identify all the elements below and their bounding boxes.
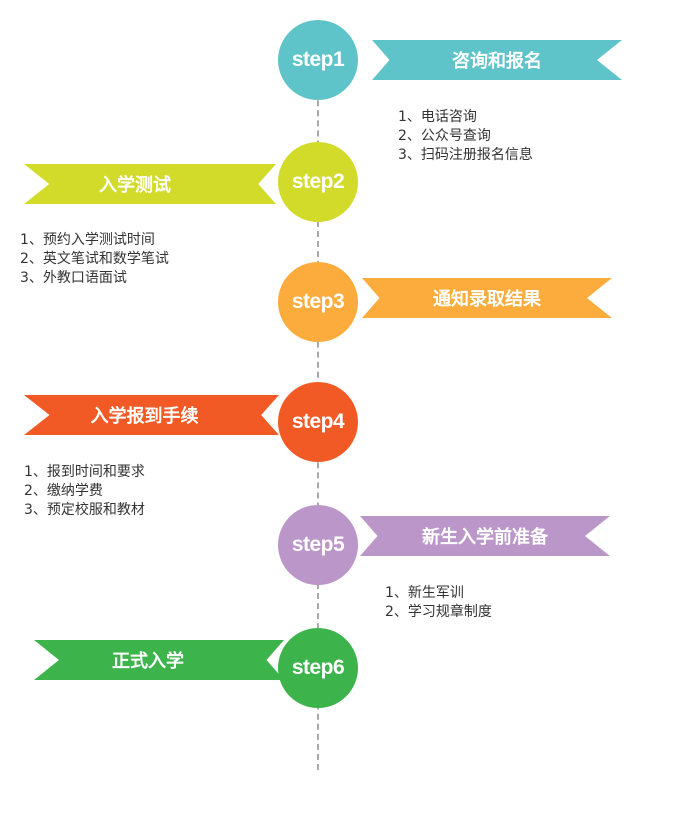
step6-title: 正式入学: [112, 651, 184, 672]
step5-title: 新生入学前准备: [422, 527, 548, 548]
step3-circle: step3: [278, 262, 358, 342]
step2-list: 1、预约入学测试时间 2、英文笔试和数学笔试 3、外教口语面试: [20, 231, 169, 288]
list-item: 1、电话咨询: [398, 109, 477, 125]
list-item: 3、预定校服和教材: [24, 502, 145, 518]
list-item: 1、预约入学测试时间: [20, 232, 155, 248]
list-item: 3、外教口语面试: [20, 270, 127, 286]
step6-label: step6: [291, 656, 345, 679]
step5-ribbon: 新生入学前准备: [360, 516, 610, 556]
step2-label: step2: [291, 170, 345, 193]
step1-ribbon: 咨询和报名: [372, 40, 622, 80]
step3-ribbon: 通知录取结果: [362, 278, 612, 318]
step2-ribbon: 入学测试: [24, 164, 276, 204]
list-item: 2、公众号查询: [398, 128, 491, 144]
list-item: 1、新生军训: [385, 585, 464, 601]
list-item: 3、扫码注册报名信息: [398, 147, 533, 163]
step4-list: 1、报到时间和要求 2、缴纳学费 3、预定校服和教材: [24, 463, 145, 520]
list-item: 2、缴纳学费: [24, 483, 103, 499]
step5-list: 1、新生军训 2、学习规章制度: [385, 584, 492, 622]
step1-label: step1: [291, 48, 345, 71]
step4-label: step4: [291, 410, 345, 433]
list-item: 2、英文笔试和数学笔试: [20, 251, 169, 267]
step5-circle: step5: [278, 505, 358, 585]
step3-title: 通知录取结果: [433, 289, 541, 310]
step2-title: 入学测试: [99, 175, 171, 196]
step4-ribbon: 入学报到手续: [24, 395, 279, 435]
step5-label: step5: [291, 533, 345, 556]
step1-title: 咨询和报名: [452, 51, 542, 72]
list-item: 2、学习规章制度: [385, 604, 492, 620]
step6-ribbon: 正式入学: [34, 640, 284, 680]
step6-circle: step6: [278, 628, 358, 708]
step3-label: step3: [291, 290, 345, 313]
step4-circle: step4: [278, 382, 358, 462]
step4-title: 入学报到手续: [90, 406, 199, 427]
list-item: 1、报到时间和要求: [24, 464, 145, 480]
step1-list: 1、电话咨询 2、公众号查询 3、扫码注册报名信息: [398, 108, 533, 165]
step2-circle: step2: [278, 142, 358, 222]
step1-circle: step1: [278, 20, 358, 100]
